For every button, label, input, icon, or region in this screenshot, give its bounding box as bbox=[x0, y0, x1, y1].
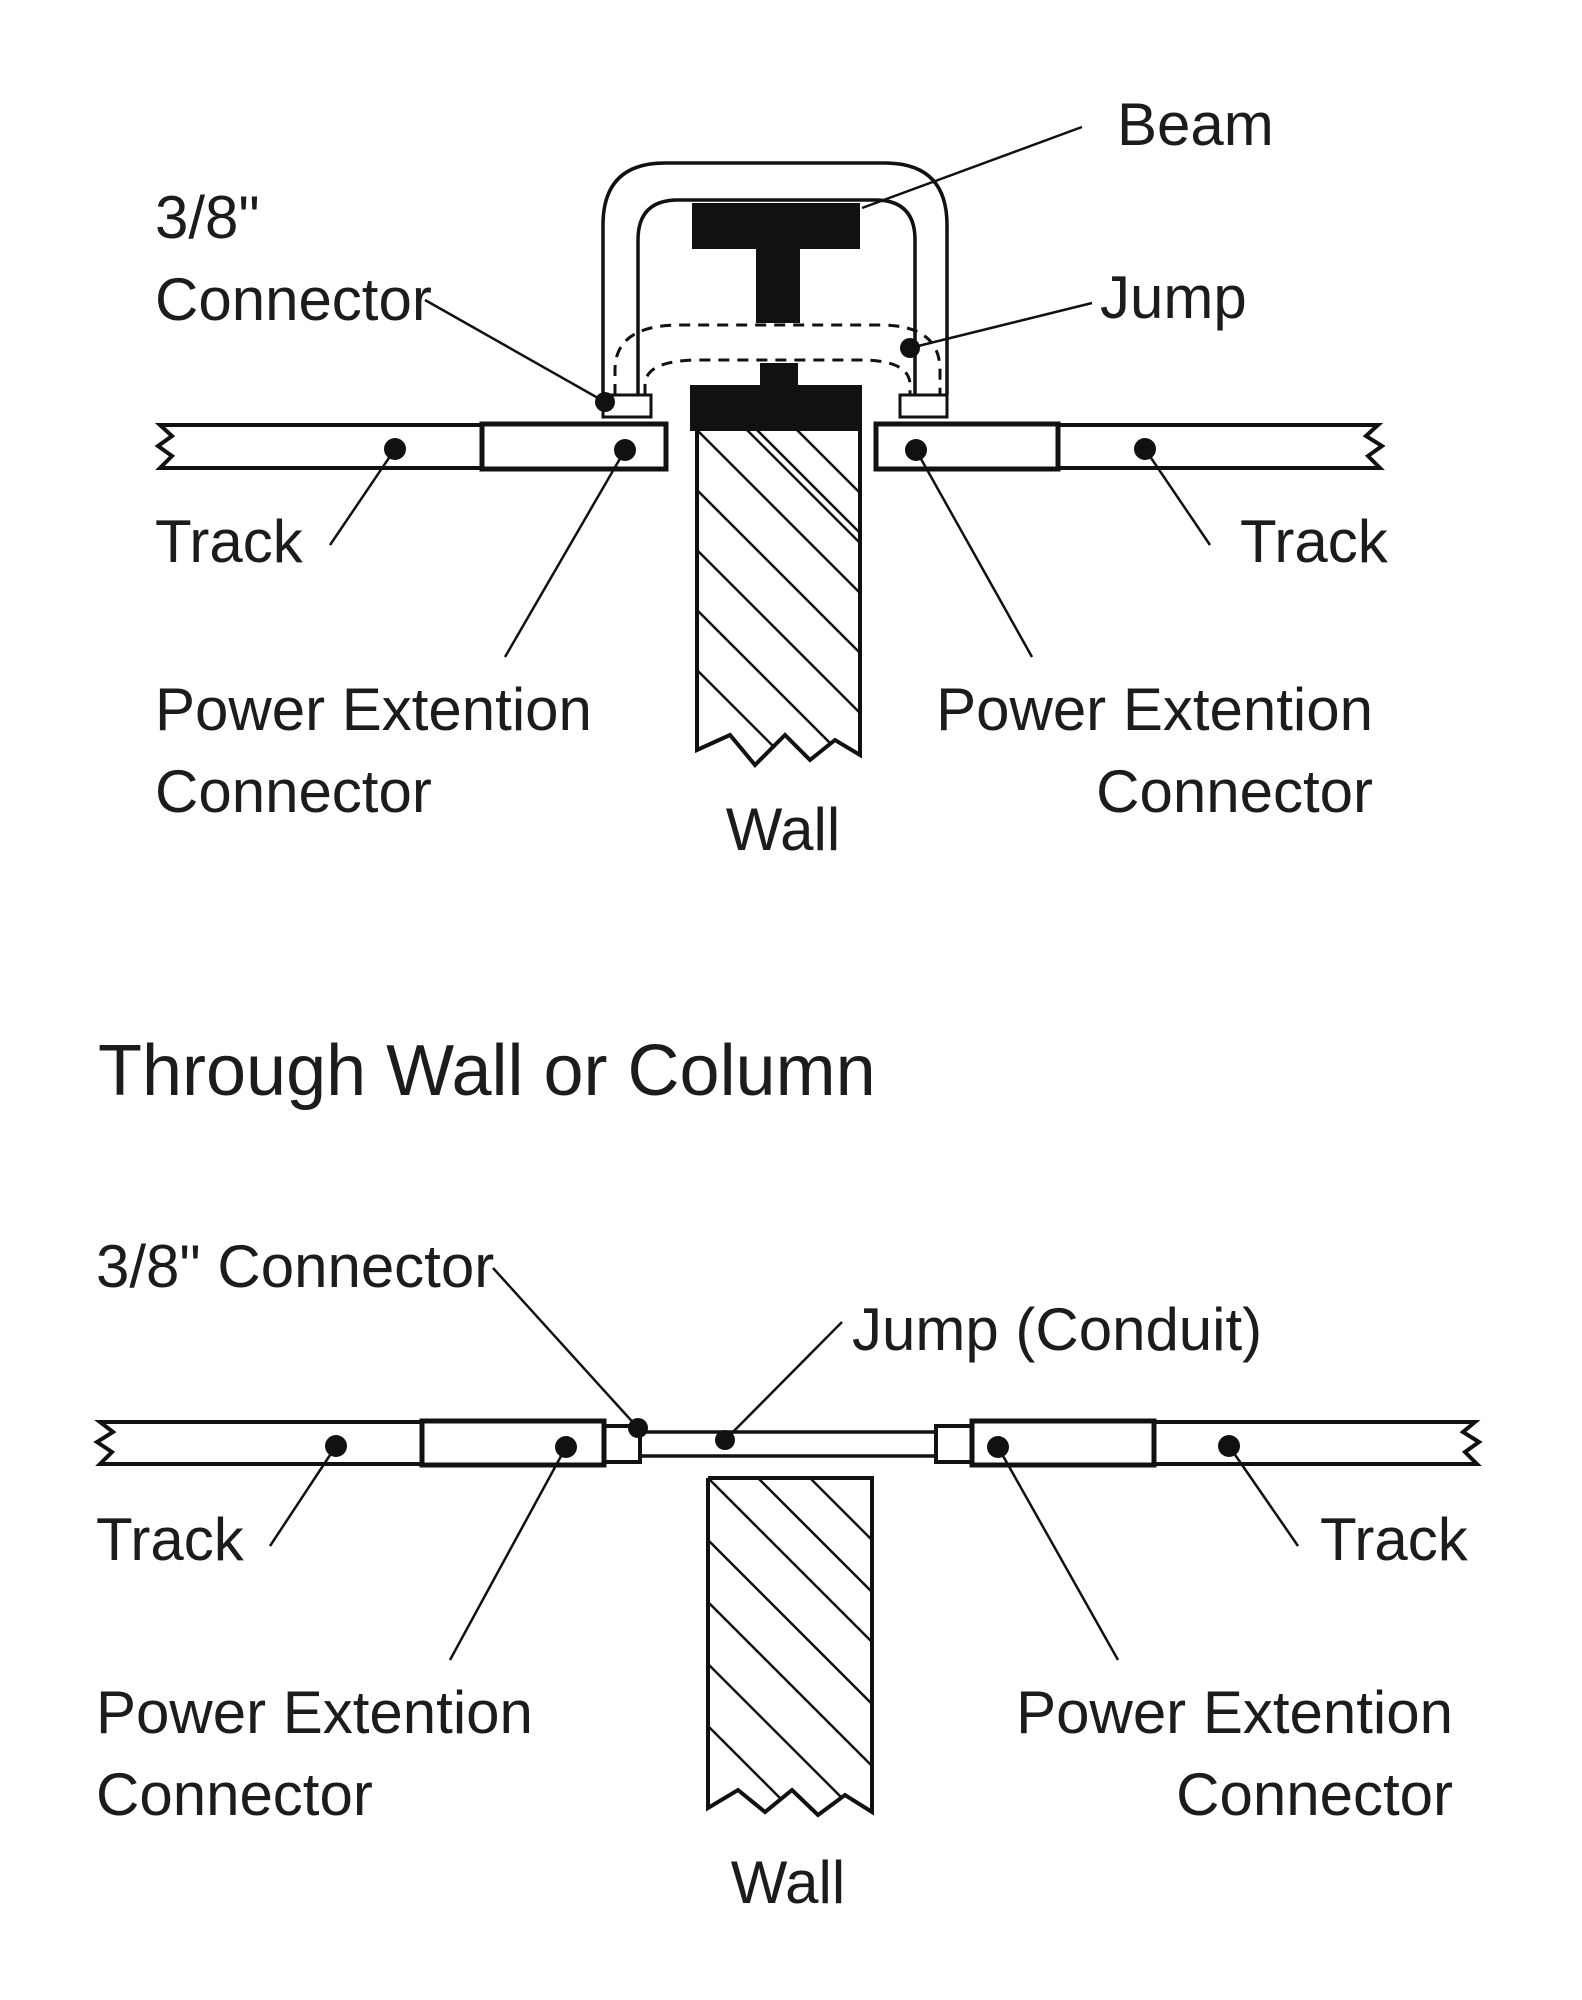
top-connector-right bbox=[898, 393, 949, 419]
top-leaders bbox=[328, 125, 1212, 658]
label-bottom-pec-right-1: Power Extention bbox=[1016, 1679, 1453, 1746]
label-beam: Beam bbox=[1117, 91, 1274, 158]
top-jump-conduit bbox=[601, 161, 949, 395]
label-pec-left-1: Power Extention bbox=[155, 676, 592, 743]
top-diagram: Beam 3/8" Connector Jump Track Track Pow… bbox=[154, 91, 1389, 863]
label-track-left: Track bbox=[155, 508, 304, 575]
bottom-diagram: 3/8" Connector Jump (Conduit) Track Trac… bbox=[93, 1233, 1483, 1916]
bottom-track-right bbox=[1154, 1420, 1483, 1466]
top-pec-right bbox=[873, 421, 1061, 472]
top-pec-left bbox=[479, 421, 669, 472]
label-bottom-track-right: Track bbox=[1320, 1506, 1469, 1573]
label-pec-left-2: Connector bbox=[155, 758, 432, 825]
label-connector-size: 3/8" bbox=[155, 184, 260, 251]
label-wall-bottom: Wall bbox=[731, 1849, 845, 1916]
bottom-pec-left bbox=[419, 1418, 607, 1468]
label-track-right: Track bbox=[1240, 508, 1389, 575]
label-jump: Jump bbox=[1100, 264, 1247, 331]
top-wall-plate bbox=[690, 385, 862, 431]
top-jump-dashed bbox=[613, 323, 942, 395]
label-bottom-connector: 3/8" Connector bbox=[96, 1233, 494, 1300]
label-bottom-pec-left-1: Power Extention bbox=[96, 1679, 533, 1746]
label-bottom-pec-left-2: Connector bbox=[96, 1761, 373, 1828]
bottom-jump-conduit bbox=[638, 1430, 938, 1458]
bottom-leaders bbox=[268, 1267, 1300, 1661]
top-track-left bbox=[154, 423, 482, 470]
label-bottom-track-left: Track bbox=[96, 1506, 245, 1573]
label-pec-right-1: Power Extention bbox=[936, 676, 1373, 743]
label-bottom-jump: Jump (Conduit) bbox=[852, 1296, 1262, 1363]
section-title: Through Wall or Column bbox=[98, 1031, 876, 1111]
top-wall bbox=[695, 430, 862, 768]
label-pec-right-2: Connector bbox=[1096, 758, 1373, 825]
label-wall-top: Wall bbox=[726, 796, 840, 863]
bottom-pec-right bbox=[969, 1418, 1157, 1468]
bottom-wall bbox=[706, 1476, 874, 1818]
bottom-connector-right bbox=[934, 1424, 974, 1464]
beam-shape bbox=[692, 203, 860, 323]
label-bottom-pec-right-2: Connector bbox=[1176, 1761, 1453, 1828]
label-connector: Connector bbox=[155, 266, 432, 333]
top-track-right bbox=[1058, 423, 1386, 470]
bottom-track-left bbox=[93, 1420, 422, 1466]
